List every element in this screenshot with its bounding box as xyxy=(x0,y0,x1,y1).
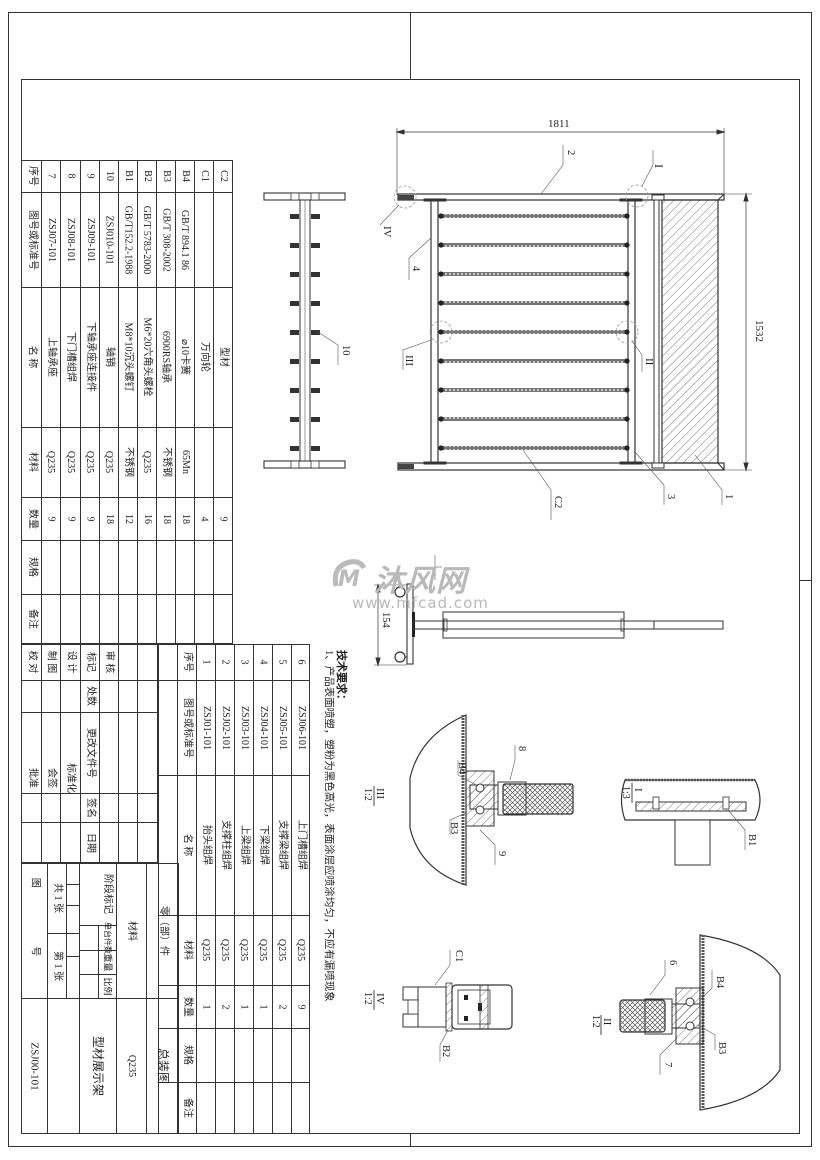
detail-I-scale: 1:3 xyxy=(620,786,631,799)
detail-I-id: I xyxy=(632,788,644,792)
callout-10: 10 xyxy=(340,345,351,356)
watermark-url: www.mfcad.com xyxy=(352,594,489,612)
watermark: 沐风网 www.mfcad.com M xyxy=(330,556,488,612)
detail-II-scale: 1:2 xyxy=(590,1015,601,1028)
detail-view-II xyxy=(619,934,781,1111)
detail-III-label-8: 8 xyxy=(516,746,527,752)
callout-IV: IV xyxy=(381,226,393,238)
detail-II-label-B3: B3 xyxy=(716,1042,727,1055)
right-center-mark xyxy=(800,580,812,581)
side-view xyxy=(263,192,346,469)
detail-III-scale: 1:2 xyxy=(362,788,373,801)
detail-II-label-7: 7 xyxy=(662,1062,673,1068)
callout-2: 2 xyxy=(565,150,576,156)
callout-III: III xyxy=(403,355,415,366)
top-center-divider xyxy=(410,12,411,80)
watermark-logo-icon: M xyxy=(332,559,367,592)
detail-view-I xyxy=(620,778,761,866)
detail-III-label-B3: B3 xyxy=(448,822,459,835)
bottom-center-divider xyxy=(410,1133,411,1147)
callout-4: 4 xyxy=(410,266,421,272)
detail-III-label-9: 9 xyxy=(496,851,507,857)
svg-text:M: M xyxy=(338,567,360,592)
detail-IV-label-C1: C1 xyxy=(453,950,464,963)
callout-1: 1 xyxy=(723,494,734,500)
watermark-brand: 沐风网 xyxy=(374,564,467,599)
dimension-side-depth: 154 xyxy=(380,612,391,628)
detail-view-IV xyxy=(402,950,513,1062)
dimension-height: 1532 xyxy=(753,320,765,342)
callout-3: 3 xyxy=(665,494,676,500)
callout-I: I xyxy=(652,164,666,168)
detail-III-label-B4: B4 xyxy=(456,762,467,775)
detail-IV-id: IV xyxy=(374,993,386,1005)
main-assembly-view xyxy=(379,128,752,520)
detail-II-label-B4: B4 xyxy=(714,976,725,989)
detail-IV-scale: 1:2 xyxy=(362,992,373,1005)
detail-I-label-B1: B1 xyxy=(746,834,757,847)
detail-view-III xyxy=(409,714,574,886)
detail-IV-label-B2: B2 xyxy=(440,1045,451,1058)
callout-C2: C2 xyxy=(552,496,563,509)
callout-II: II xyxy=(643,358,655,366)
scale-fraction-bars xyxy=(373,783,633,1035)
detail-II-id: II xyxy=(601,1018,613,1026)
top-view xyxy=(374,555,724,667)
dimension-width: 1811 xyxy=(548,118,570,130)
detail-II-label-6: 6 xyxy=(667,960,678,966)
detail-III-id: III xyxy=(374,788,386,799)
display-bars xyxy=(438,213,630,451)
